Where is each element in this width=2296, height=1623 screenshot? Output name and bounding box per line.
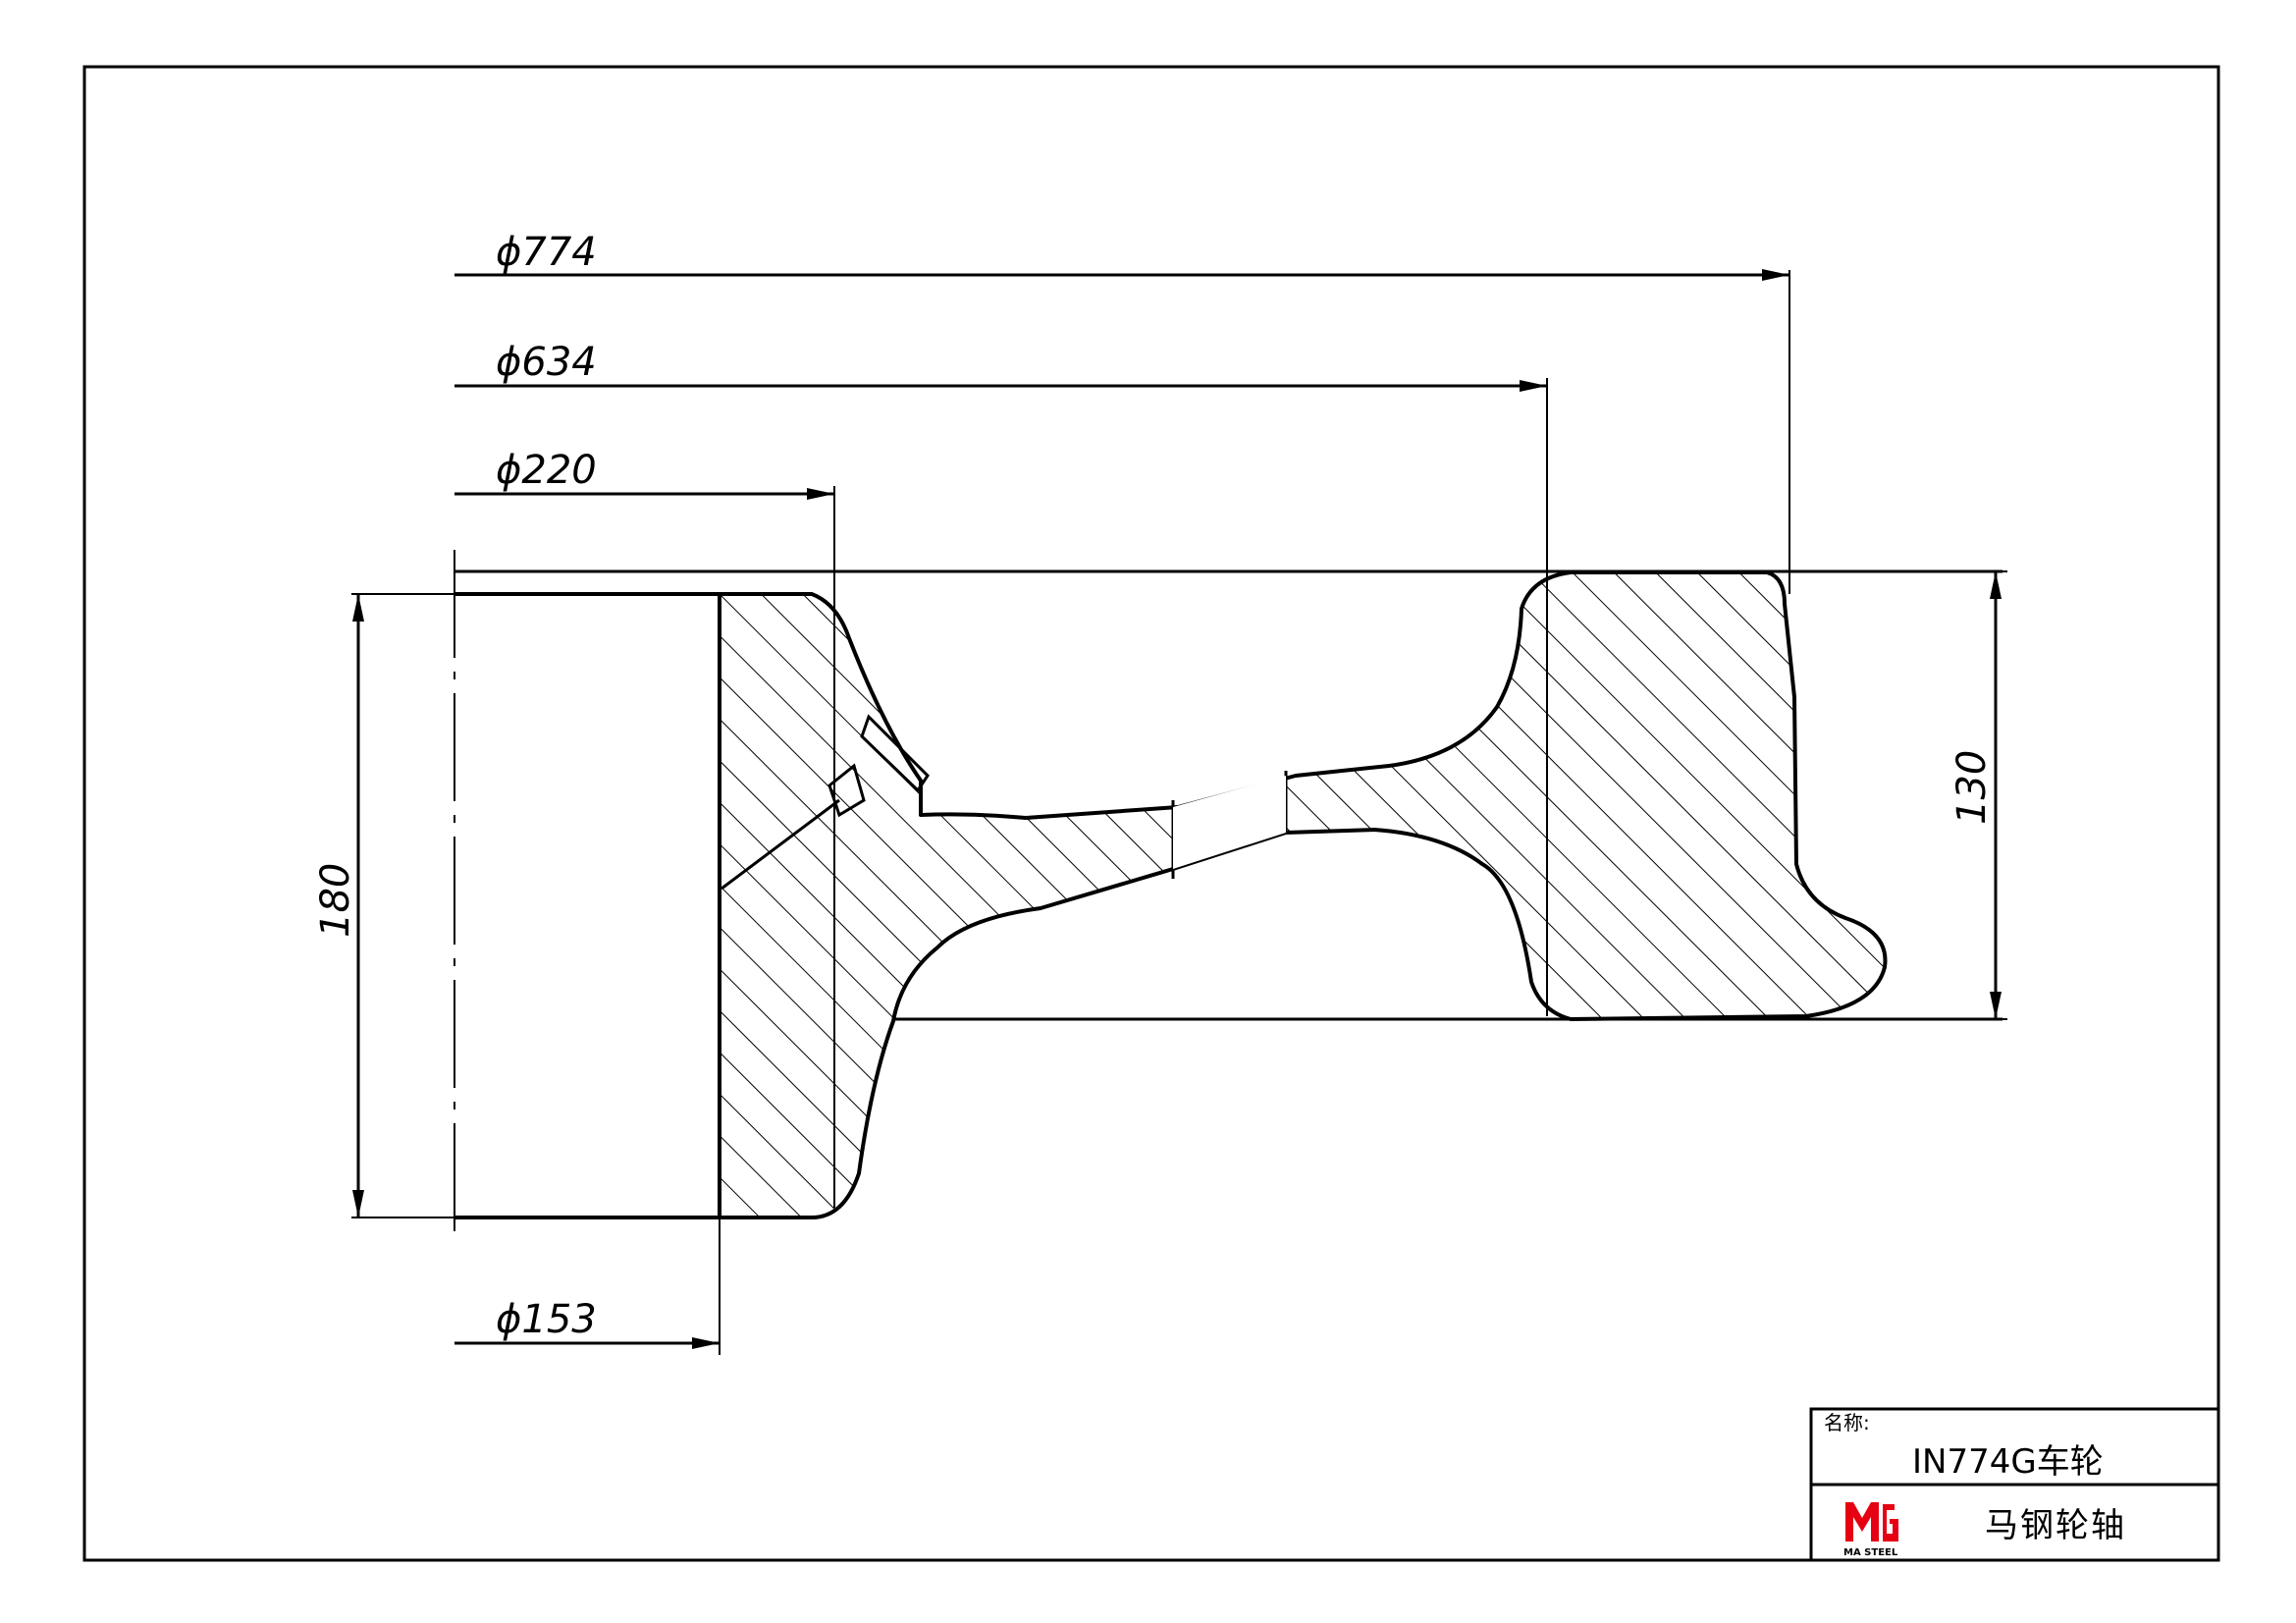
valve-detail (721, 714, 930, 891)
arrow-153 (692, 1337, 720, 1349)
dim-text-180: 180 (313, 863, 358, 938)
hub-section (718, 570, 1888, 1219)
dim-text-774: ϕ774 (496, 230, 597, 275)
arrow-130-bottom (1990, 992, 2002, 1019)
arrow-180-bottom (352, 1190, 364, 1217)
arrow-774 (1762, 269, 1789, 281)
web-core (1173, 776, 1286, 869)
arrow-634 (1520, 380, 1547, 392)
dim-text-153: ϕ153 (496, 1297, 597, 1342)
logo-text: MA STEEL (1843, 1547, 1898, 1558)
dim-text-130: 130 (1949, 750, 1995, 825)
arrow-220 (807, 488, 834, 500)
arrow-130-top (1990, 571, 2002, 599)
arrow-180-top (352, 594, 364, 622)
mg-logo-icon: MA STEEL (1843, 1502, 1898, 1558)
title-name-value: IN774G车轮 (1912, 1442, 2104, 1482)
title-company: 马钢轮轴 (1985, 1506, 2126, 1545)
dim-text-220: ϕ220 (496, 448, 597, 493)
dim-text-634: ϕ634 (496, 340, 597, 385)
title-block: 名称: IN774G车轮 MA STEEL 马钢轮轴 (1809, 1407, 2220, 1562)
title-name-label: 名称: (1824, 1411, 1870, 1434)
drawing-frame (82, 65, 2220, 1562)
